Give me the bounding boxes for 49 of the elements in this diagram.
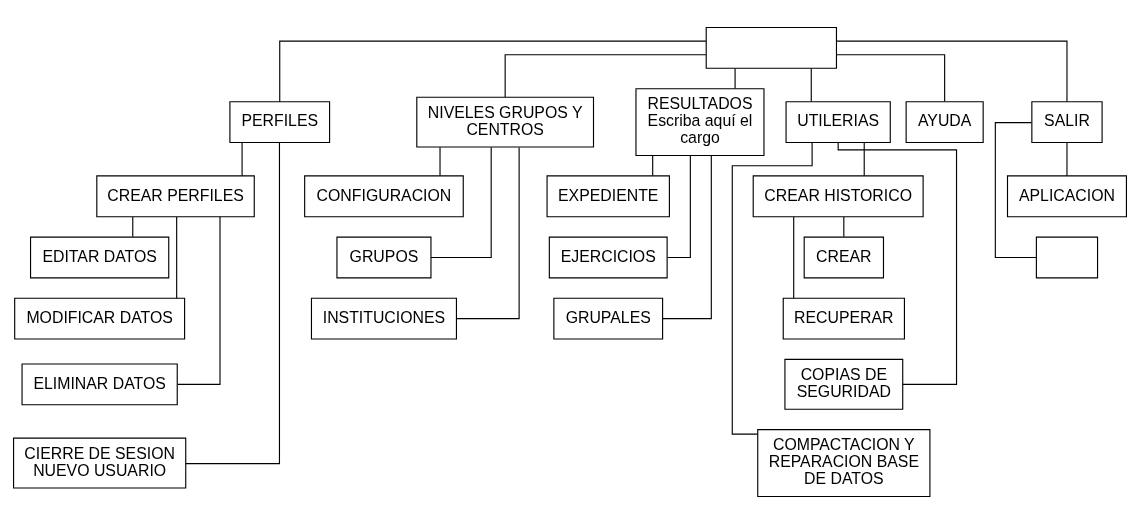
connector — [652, 154, 654, 176]
node-box: PERFILES — [229, 100, 331, 143]
connector — [1066, 141, 1068, 176]
node-box — [1035, 236, 1099, 278]
node-box: CIERRE DE SESION NUEVO USUARIO — [13, 437, 187, 489]
connector — [662, 154, 712, 319]
node-box: APLICACION — [1006, 174, 1127, 217]
connector — [279, 40, 707, 102]
node-box: CREAR HISTORICO — [752, 174, 924, 217]
connector — [731, 141, 813, 435]
node-box: ELIMINAR DATOS — [21, 362, 178, 405]
node-box: CREAR — [803, 236, 885, 278]
node-box: MODIFICAR DATOS — [14, 297, 186, 340]
connector — [176, 216, 178, 299]
node-box: COMPACTACION Y REPARACION BASE DE DATOS — [757, 428, 931, 497]
node-box: GRUPOS — [336, 236, 432, 278]
node-box — [705, 26, 838, 69]
node-box: RECUPERAR — [782, 297, 905, 340]
node-box: CREAR PERFILES — [96, 174, 255, 217]
connector — [666, 154, 691, 258]
connector — [177, 215, 221, 385]
connector — [836, 53, 946, 102]
connector — [810, 67, 812, 102]
connector — [994, 121, 1037, 258]
connector — [843, 215, 845, 237]
node-box: UTILERIAS — [785, 100, 891, 143]
node-box: EXPEDIENTE — [546, 174, 670, 217]
connector — [734, 67, 736, 89]
node-box: AYUDA — [905, 100, 984, 143]
connector — [836, 40, 1068, 102]
node-box: SALIR — [1031, 100, 1103, 143]
node-box: INSTITUCIONES — [310, 297, 457, 340]
connector — [504, 53, 707, 98]
connector — [132, 215, 134, 237]
node-box: EDITAR DATOS — [30, 236, 170, 278]
node-box: COPIAS DE SEGURIDAD — [784, 358, 904, 410]
connector — [863, 141, 865, 176]
connector — [241, 141, 243, 176]
node-box: GRUPALES — [553, 297, 664, 340]
connector — [185, 141, 281, 464]
connector — [793, 216, 795, 299]
node-box: CONFIGURACION — [304, 174, 464, 217]
connector — [430, 146, 492, 258]
connector — [456, 146, 520, 319]
connector — [837, 141, 958, 385]
node-box: RESULTADOS Escriba aquí el cargo — [635, 87, 765, 156]
connector — [439, 146, 441, 176]
node-box: EJERCICIOS — [548, 236, 668, 278]
node-box: NIVELES GRUPOS Y CENTROS — [416, 96, 595, 148]
